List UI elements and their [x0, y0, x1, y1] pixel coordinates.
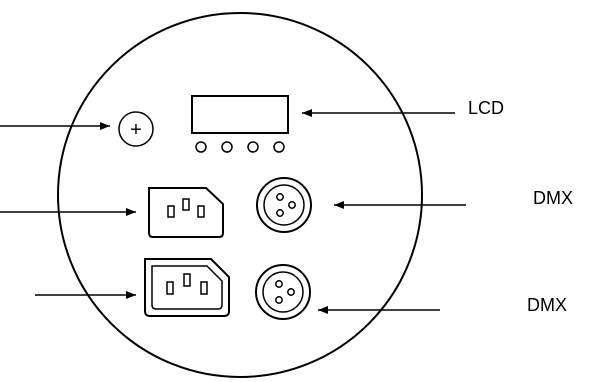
control-button-2: [221, 141, 233, 153]
dmx-in-connector: [256, 177, 312, 233]
control-button-4: [273, 141, 285, 153]
power-out-connector: [144, 258, 230, 317]
dmx-out-connector: [255, 264, 311, 320]
control-button-3: [247, 141, 259, 153]
label-lcd: LCD: [468, 98, 505, 118]
fuse-symbol: +: [130, 119, 142, 141]
control-button-1: [195, 141, 207, 153]
power-in-connector: [148, 187, 224, 238]
panel-outline: [57, 12, 423, 378]
label-dmx-in: DMX: [533, 188, 573, 208]
fuse-holder: +: [118, 111, 154, 147]
label-dmx-out: DMX: [527, 295, 567, 315]
lcd-display: [191, 95, 289, 134]
lcd-buttons: [195, 141, 285, 153]
